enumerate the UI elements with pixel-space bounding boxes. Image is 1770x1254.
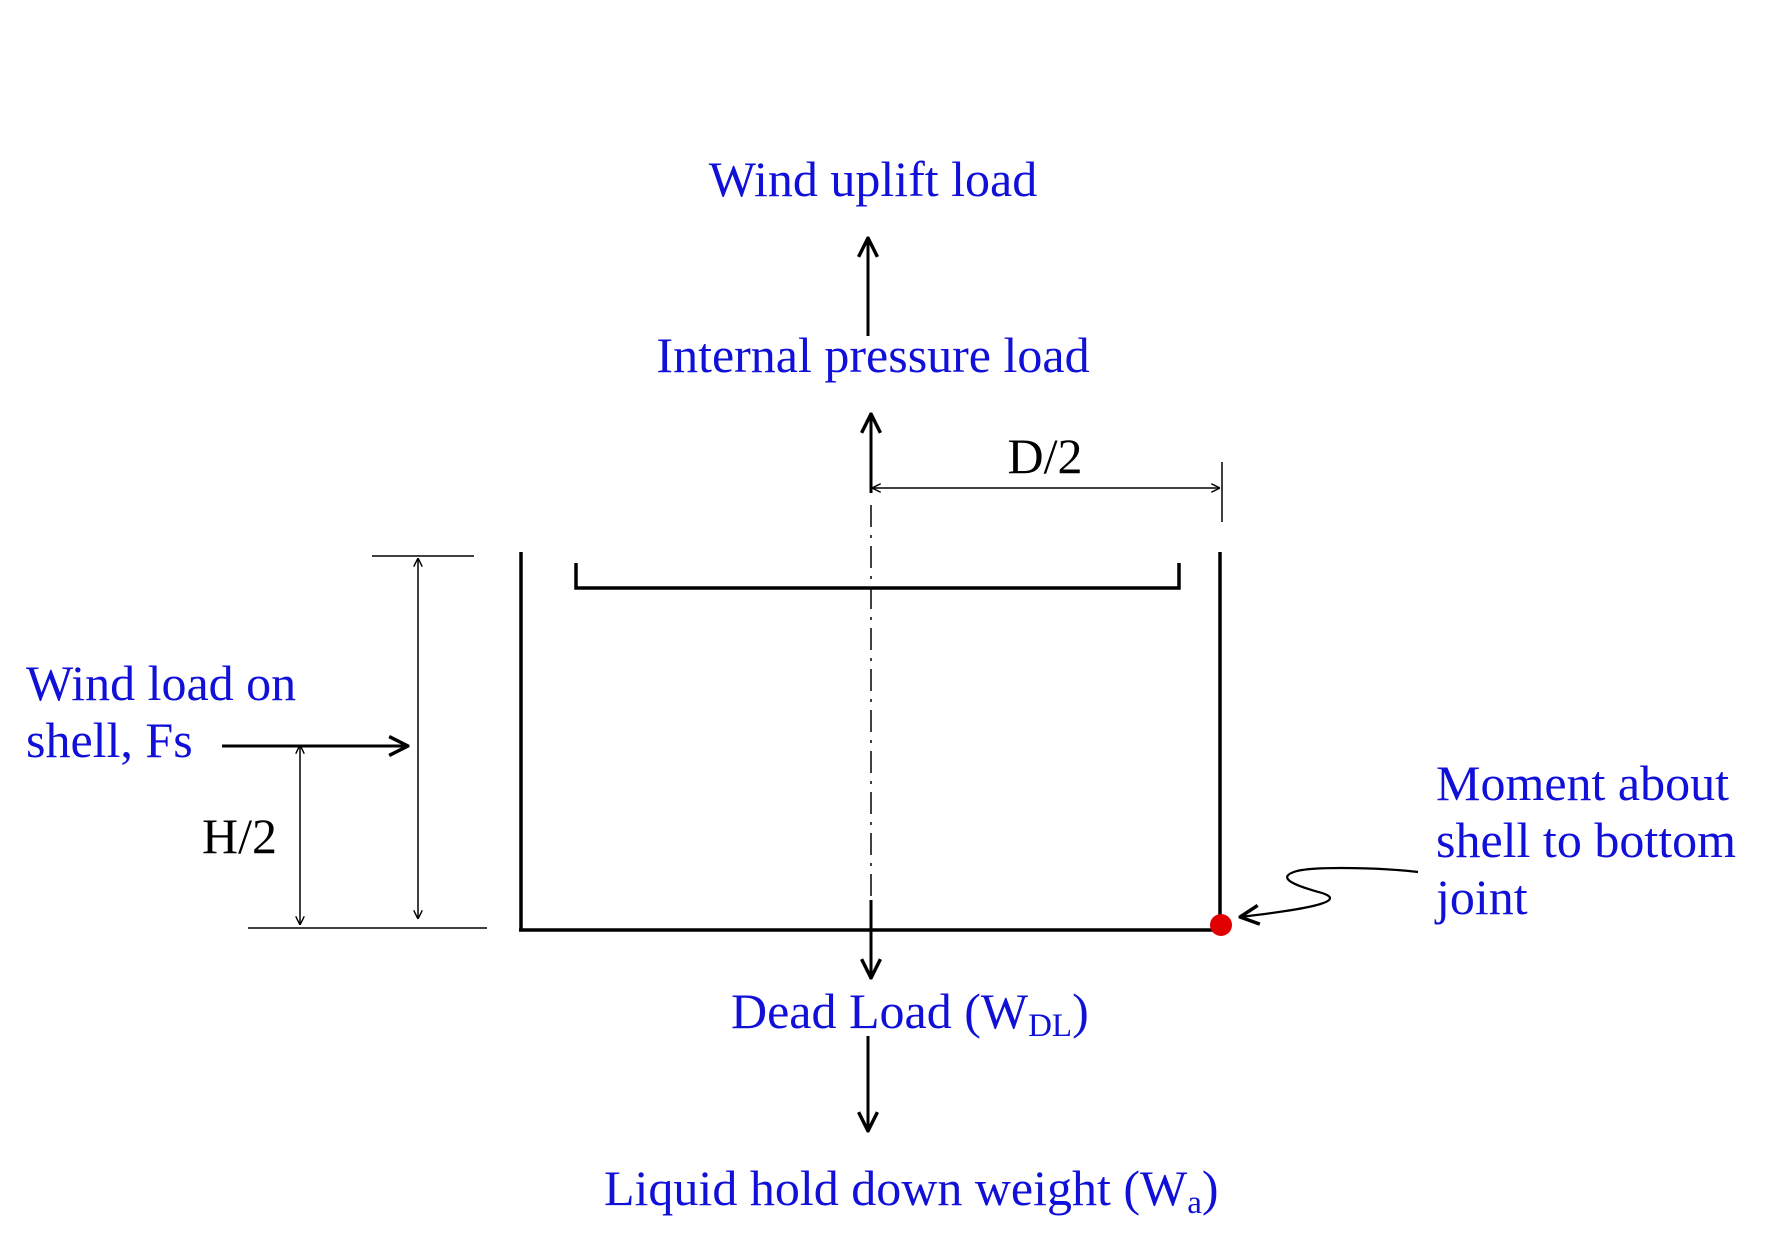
liquid-hold-down-subscript: a — [1187, 1185, 1202, 1221]
moment-pointer-arrow — [1240, 866, 1419, 917]
wind-uplift-label: Wind uplift load — [709, 151, 1038, 207]
height-dimensions — [248, 555, 487, 929]
h-half-label: H/2 — [202, 808, 277, 864]
liquid-hold-down-main: Liquid hold down weight (W — [604, 1160, 1188, 1216]
dead-load-main: Dead Load (W — [731, 983, 1029, 1039]
moment-label-line3: joint — [1434, 869, 1528, 925]
moment-label-line1: Moment about — [1436, 755, 1729, 811]
dead-load-close: ) — [1072, 983, 1089, 1039]
liquid-hold-down-label: Liquid hold down weight (Wa) — [604, 1160, 1219, 1221]
moment-label-line2: shell to bottom — [1436, 812, 1736, 868]
joint-marker — [1210, 914, 1232, 936]
d-half-dimension — [873, 462, 1223, 522]
wind-shell-label-line1: Wind load on — [26, 655, 296, 711]
internal-pressure-label: Internal pressure load — [656, 327, 1089, 383]
dead-load-label: Dead Load (WDL) — [731, 983, 1089, 1044]
liquid-hold-down-close: ) — [1202, 1160, 1219, 1216]
dead-load-subscript: DL — [1028, 1008, 1072, 1044]
wind-shell-label-line2: shell, Fs — [26, 712, 193, 768]
tank-roof — [574, 563, 1181, 590]
d-half-label: D/2 — [1008, 428, 1083, 484]
